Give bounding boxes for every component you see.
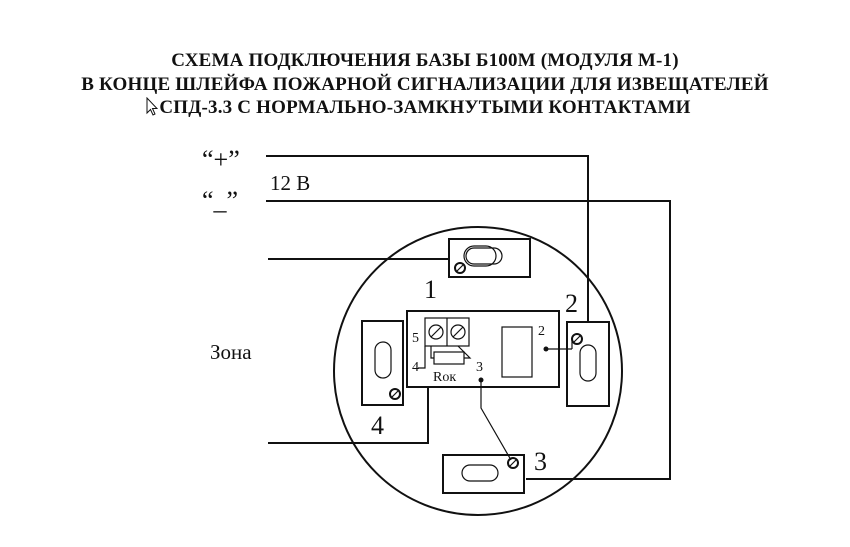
- terminal-number-1: 1: [424, 275, 437, 304]
- terminal-1: [448, 238, 531, 278]
- diagram-title-line-3: СПД-3.3 С НОРМАЛЬНО-ЗАМКНУТЫМИ КОНТАКТАМ…: [159, 97, 691, 118]
- resistor-label: Rок: [433, 370, 456, 385]
- terminal-2: [566, 321, 610, 407]
- module-pin-2: 2: [538, 324, 545, 339]
- zone-wire-top: [268, 258, 459, 267]
- diagram-title-line-1: СХЕМА ПОДКЛЮЧЕНИЯ БАЗЫ Б100М (МОДУЛЯ М-1…: [171, 50, 679, 71]
- plus-wire: [266, 155, 589, 330]
- pin3-link: [480, 380, 512, 461]
- module-m1: [406, 310, 560, 388]
- module-pin-3: 3: [476, 360, 483, 375]
- mouse-cursor-icon: [146, 97, 158, 116]
- terminal-3: [442, 454, 525, 494]
- zone-label: Зона: [210, 340, 252, 364]
- module-pin-4: 4: [412, 360, 419, 375]
- minus-label: “_”: [202, 186, 238, 215]
- minus-wire: [266, 200, 671, 480]
- voltage-label: 12 В: [270, 171, 310, 195]
- plus-label: “+”: [202, 145, 240, 174]
- module-pin-5: 5: [412, 331, 419, 346]
- terminal-number-3: 3: [534, 447, 547, 476]
- base-circle: [333, 226, 623, 516]
- terminal-number-4: 4: [371, 411, 384, 440]
- terminal-number-2: 2: [565, 289, 578, 318]
- diagram-title-line-2: В КОНЦЕ ШЛЕЙФА ПОЖАРНОЙ СИГНАЛИЗАЦИИ ДЛЯ…: [81, 74, 769, 95]
- terminal-4: [361, 320, 404, 406]
